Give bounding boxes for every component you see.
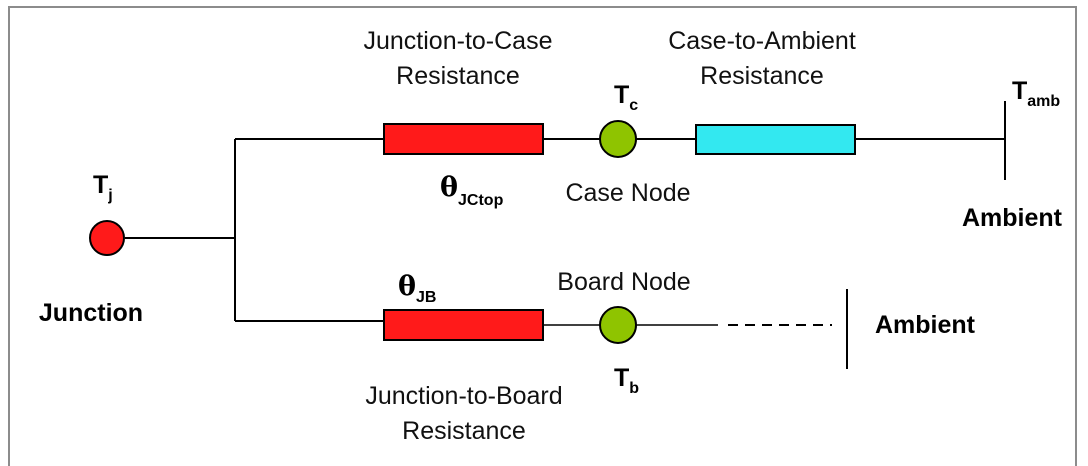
ca-label-line2: Resistance <box>700 62 824 90</box>
ca-label-line1: Case-to-Ambient <box>668 27 856 55</box>
jb-label-line2: Resistance <box>402 417 526 445</box>
case-to-ambient-resistor <box>695 124 856 155</box>
jc-label-line1: Junction-to-Case <box>364 27 553 55</box>
junction-to-case-resistor <box>383 123 544 155</box>
case-node-label: Case Node <box>565 179 690 207</box>
theta-jb-symbol: θJB <box>398 271 436 306</box>
jc-label-line2: Resistance <box>396 62 520 90</box>
tc-symbol: Tc <box>614 81 638 114</box>
circuit-svg: Junction-to-Case Resistance Case-to-Ambi… <box>39 27 1063 445</box>
ambient-bottom-label: Ambient <box>875 311 976 339</box>
junction-label: Junction <box>39 299 143 327</box>
thermal-resistance-diagram: Junction-to-Case Resistance Case-to-Ambi… <box>8 6 1077 466</box>
jb-label-line1: Junction-to-Board <box>365 382 562 410</box>
junction-node <box>89 220 125 256</box>
board-node-label: Board Node <box>557 268 690 296</box>
ambient-top-label: Ambient <box>962 204 1063 232</box>
junction-to-board-resistor <box>383 309 544 341</box>
theta-jctop-symbol: θJCtop <box>440 172 504 209</box>
tj-symbol: Tj <box>93 171 113 204</box>
tb-symbol: Tb <box>614 364 639 397</box>
board-node <box>599 306 637 344</box>
case-node <box>599 120 637 158</box>
diagram-frame <box>8 6 1077 466</box>
tamb-symbol: Tamb <box>1012 77 1060 110</box>
